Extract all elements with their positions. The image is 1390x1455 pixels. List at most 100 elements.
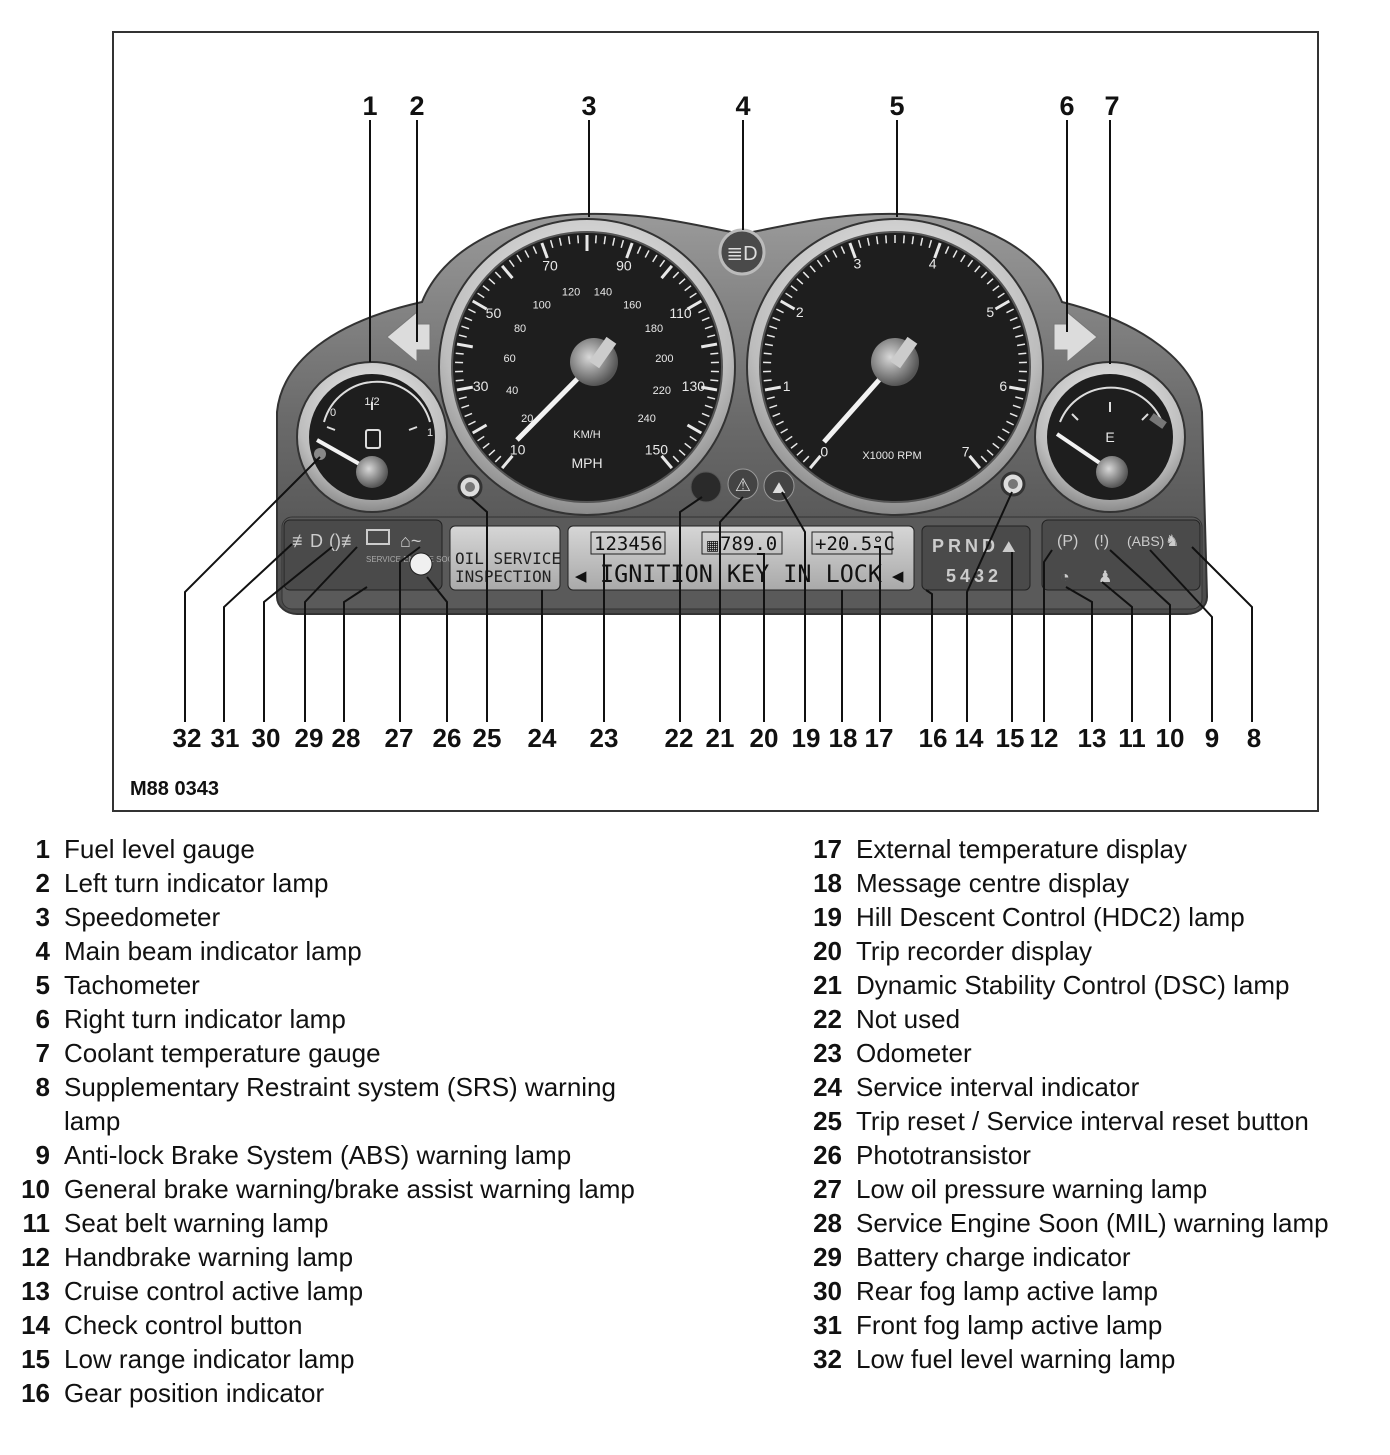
kmh-unit-label: KM/H (573, 429, 601, 441)
speedo-mph-label: 90 (616, 258, 632, 274)
unused-lamp (690, 471, 722, 503)
legend-number: 7 (35, 1038, 50, 1068)
legend-text: Battery charge indicator (856, 1242, 1131, 1272)
tacho-tick (992, 285, 1000, 292)
tacho-tick (785, 435, 793, 442)
tacho-tick (848, 242, 857, 259)
service-line-2: INSPECTION (455, 567, 551, 586)
speedo-tick (477, 292, 485, 299)
legend-number: 13 (21, 1276, 50, 1306)
legend-number: 3 (35, 902, 50, 932)
legend-text: Left turn indicator lamp (64, 868, 329, 898)
cruise-icon: ◔ (1060, 569, 1070, 586)
legend-text: Speedometer (64, 902, 221, 932)
speedo-tick (516, 254, 522, 263)
speedo-mph-label: 70 (542, 258, 558, 274)
speedo-tick (660, 454, 673, 470)
tacho-tick (902, 235, 905, 244)
speedo-tick (464, 412, 473, 418)
callout-29: 29 (295, 723, 324, 753)
coolant-gauge: E (1034, 361, 1186, 513)
tacho-tick (885, 235, 888, 244)
speedo-tick (698, 308, 706, 314)
callout-17: 17 (865, 723, 894, 753)
legend-text: Message centre display (856, 868, 1130, 898)
speedo-tick (494, 455, 502, 463)
speedo-kmh-label: 180 (645, 323, 663, 335)
speedo-tick (549, 239, 554, 249)
legend-number: 1 (35, 834, 50, 864)
callout-19: 19 (792, 723, 821, 753)
tacho-tick (1009, 316, 1018, 322)
speedo-tick (660, 264, 673, 280)
tacho-label: 1 (783, 378, 791, 394)
callout-24: 24 (528, 723, 557, 753)
speedo-tick (652, 254, 658, 263)
odometer-frame (590, 531, 666, 555)
speedo-kmh-label: 40 (506, 385, 518, 397)
speedo-tick (456, 342, 474, 349)
tacho-tick (816, 259, 823, 268)
dsc-lamp (727, 468, 759, 500)
speedo-tick (710, 352, 719, 355)
legend-number: 27 (813, 1174, 842, 1204)
legend-text: Low fuel level warning lamp (856, 1344, 1176, 1374)
service-line-1: OIL SERVICE (455, 549, 561, 568)
tacho-tick (911, 236, 915, 245)
oil-pressure-icon: ⌂~ (400, 531, 421, 551)
speedo-mph-label: 150 (645, 442, 669, 458)
speedo-tick (678, 449, 686, 456)
tacho-tick (779, 299, 796, 311)
speedo-tick (710, 379, 719, 382)
tacho-tick (960, 254, 966, 263)
gear-bottom-text: 5432 (946, 566, 1002, 586)
callout-23: 23 (590, 723, 619, 753)
speedo-tick (461, 404, 470, 409)
tacho-tick (776, 420, 784, 426)
low-range-icon: ⛰ (1002, 539, 1016, 556)
callout-18: 18 (829, 723, 858, 753)
tacho-tick (796, 278, 804, 285)
leader-lines (184, 120, 1253, 722)
legend-text: Fuel level gauge (64, 834, 255, 864)
front-fog-icon: ≢D (292, 531, 323, 551)
message-centre-text: IGNITION KEY IN LOCK (600, 560, 883, 588)
legend-text: Supplementary Restraint system (SRS) war… (64, 1072, 616, 1136)
speedo-tick (620, 239, 625, 249)
central-lcd (567, 525, 915, 591)
speedo-tick (707, 334, 716, 338)
speedo-tick (494, 271, 502, 279)
tacho-tick (933, 242, 942, 259)
legend-number: 9 (35, 1140, 50, 1170)
low-fuel-lamp (314, 448, 326, 460)
tacho-tick (980, 455, 988, 463)
tacho-tick (1016, 343, 1026, 347)
legend-number: 16 (21, 1378, 50, 1408)
srs-icon: ♞ (1165, 533, 1179, 550)
speedo-tick (501, 454, 514, 470)
tacho-tick (802, 455, 810, 463)
speedo-tick (672, 455, 680, 463)
legend-number: 19 (813, 902, 842, 932)
speedo-kmh-label: 200 (655, 353, 673, 365)
tacho-tick (986, 449, 994, 456)
speedo-tick (625, 242, 634, 259)
tacho-tick (986, 278, 994, 285)
tacho-tick (772, 412, 781, 418)
speedo-tick (689, 435, 697, 442)
